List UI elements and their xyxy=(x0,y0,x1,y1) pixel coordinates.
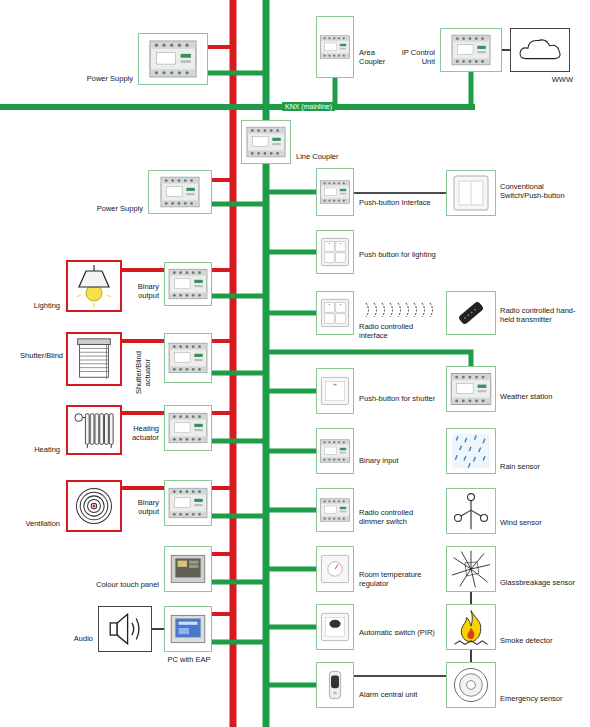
device-label: WWW xyxy=(533,76,573,85)
device-label: Radio controlled dimmer switch xyxy=(359,509,437,526)
device-label: Smoke detector xyxy=(500,637,586,646)
device-label: Heating xyxy=(10,446,60,455)
device-label: Binary output xyxy=(123,499,159,516)
device-box: Radio controlled interface xyxy=(316,291,354,335)
device-label: Line Coupler xyxy=(296,153,356,162)
radio-waves xyxy=(366,303,433,317)
device-box: Push-button Interface xyxy=(316,168,354,216)
device-label: PC with EAP xyxy=(159,656,219,665)
device-box: Binary output xyxy=(164,480,212,526)
bus-line xyxy=(0,0,475,727)
device-label: Audio xyxy=(53,635,93,644)
device-link xyxy=(470,592,472,604)
device-label: Radio controlled interface xyxy=(359,323,439,340)
device-label: Lighting xyxy=(20,302,60,311)
device-box: Emergency sensor xyxy=(446,662,496,708)
device-icons xyxy=(75,35,560,701)
device-box: Alarm central unit xyxy=(316,662,354,708)
device-box: Heating xyxy=(66,405,122,455)
device-link xyxy=(470,650,472,662)
bus-label: KNX (mainline) xyxy=(282,102,335,111)
device-box: Weather station xyxy=(446,366,496,412)
device-box: Power Supply xyxy=(148,170,212,214)
device-link xyxy=(502,49,510,51)
device-box: Ventilation xyxy=(66,480,122,532)
device-box: Shutter/Blind xyxy=(66,332,122,386)
device-box: Push button for lighting xyxy=(316,230,354,274)
device-box: Radio controlled dimmer switch xyxy=(316,488,354,532)
device-label: Room temperature regulator xyxy=(359,571,439,588)
device-box: Power Supply xyxy=(138,33,208,85)
device-link xyxy=(122,268,164,272)
device-box: WWW xyxy=(510,28,570,72)
device-box: Lighting xyxy=(66,260,122,312)
device-label: Glassbreakage sensor xyxy=(500,579,586,588)
device-label: Conventional Switch/Push-button xyxy=(500,183,586,200)
device-label: Push-button Interface xyxy=(359,199,439,208)
device-box: IP Control Unit xyxy=(440,28,502,72)
device-link xyxy=(152,628,164,630)
device-label: Emergency sensor xyxy=(500,695,586,704)
device-box: Automatic switch (PIR) xyxy=(316,604,354,650)
device-label: Heating actuator xyxy=(121,425,159,442)
device-box: Colour touch panel xyxy=(164,546,212,592)
device-label: Push-button for shutter xyxy=(359,395,439,404)
device-label: Shutter/Blind xyxy=(3,352,63,361)
device-box: Binary output xyxy=(164,262,212,306)
device-label: Rain sensor xyxy=(500,463,586,472)
device-label: Automatic switch (PIR) xyxy=(359,629,439,638)
device-label: Shutter/Blind actuator xyxy=(135,348,152,398)
device-link xyxy=(122,339,164,343)
device-box: PC with EAP xyxy=(164,606,212,652)
device-label: Push button for lighting xyxy=(359,251,439,260)
device-link xyxy=(122,486,164,490)
device-box: Heating actuator xyxy=(164,405,212,451)
device-box: Audio xyxy=(98,606,152,652)
device-box: Shutter/Blind actuator xyxy=(164,333,212,383)
device-label: IP Control Unit xyxy=(401,49,435,66)
device-box: Radio controlled hand-held transmitter xyxy=(446,291,496,335)
device-box: Binary input xyxy=(316,428,354,474)
device-link xyxy=(122,411,164,415)
device-label: Wind sensor xyxy=(500,519,586,528)
device-box: Area Coupler xyxy=(316,16,354,78)
device-link xyxy=(354,675,446,677)
device-box: Push-button for shutter xyxy=(316,368,354,414)
device-label: Alarm central unit xyxy=(359,691,439,700)
device-box: Glassbreakage sensor xyxy=(446,546,496,592)
device-label: Weather station xyxy=(500,393,586,402)
device-box: Wind sensor xyxy=(446,488,496,534)
device-box: Room temperature regulator xyxy=(316,546,354,592)
device-label: Area Coupler xyxy=(359,49,397,66)
device-label: Power Supply xyxy=(93,205,143,214)
device-label: Colour touch panel xyxy=(93,581,159,590)
device-box: Conventional Switch/Push-button xyxy=(446,170,496,216)
device-label: Power Supply xyxy=(83,75,133,84)
device-box: Line Coupler xyxy=(241,120,291,164)
device-box: Rain sensor xyxy=(446,428,496,474)
device-label: Ventilation xyxy=(10,520,60,529)
device-label: Binary output xyxy=(123,283,159,300)
device-label: Binary input xyxy=(359,457,439,466)
device-link xyxy=(354,192,446,194)
device-label: Radio controlled hand-held transmitter xyxy=(500,307,586,324)
device-box: Smoke detector xyxy=(446,604,496,650)
